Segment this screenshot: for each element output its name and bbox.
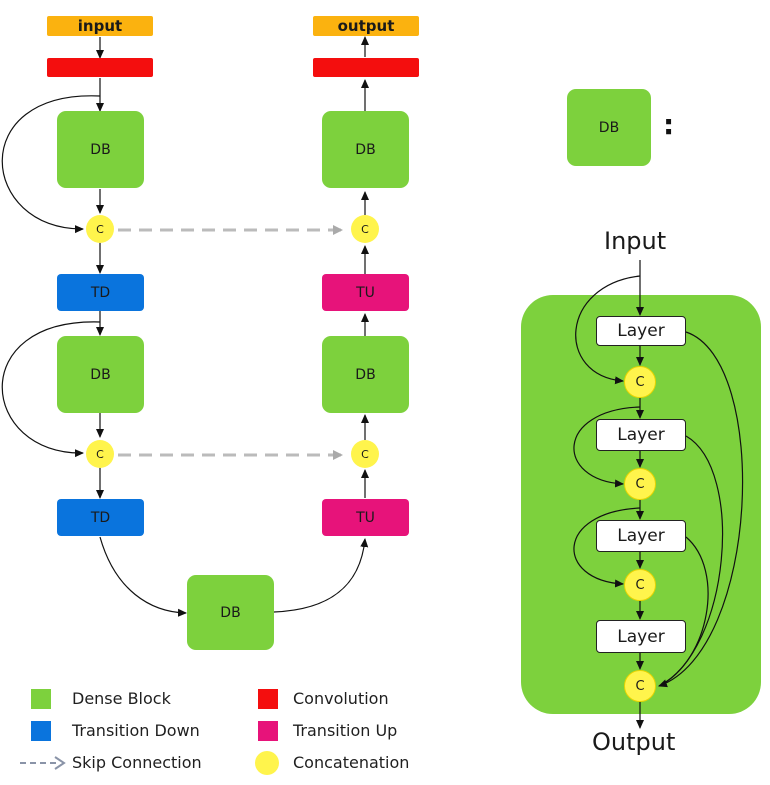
concat-down-1: C bbox=[86, 215, 114, 243]
arrow-bottleneck-to-tu2 bbox=[273, 538, 369, 613]
legend-concatenation: Concatenation bbox=[293, 753, 410, 772]
dense-block-up-1: DB bbox=[322, 336, 409, 413]
dense-block-down-2: DB bbox=[57, 336, 144, 413]
arrow-bypass-2 bbox=[1, 321, 101, 458]
legend-transition-down-swatch bbox=[31, 721, 51, 741]
transition-up-2: TU bbox=[322, 499, 409, 536]
dense-block-bottleneck: DB bbox=[187, 575, 274, 650]
transition-up-1: TU bbox=[322, 274, 409, 311]
detail-loop-3 bbox=[573, 507, 641, 588]
legend-transition-up: Transition Up bbox=[293, 721, 398, 740]
detail-concat-1: C bbox=[624, 366, 656, 398]
key-colon: : bbox=[663, 108, 675, 141]
dense-block-key: DB bbox=[567, 89, 651, 166]
transition-down-1: TD bbox=[57, 274, 144, 311]
legend-dense-block: Dense Block bbox=[72, 689, 171, 708]
arrow-bypass-1 bbox=[1, 95, 101, 234]
transition-down-2: TD bbox=[57, 499, 144, 536]
detail-loop-1 bbox=[575, 275, 641, 385]
legend-transition-down: Transition Down bbox=[72, 721, 200, 740]
detail-arc-3 bbox=[658, 536, 709, 687]
arrow-td2-to-bottleneck bbox=[99, 536, 187, 617]
legend-skip-connection: Skip Connection bbox=[72, 753, 202, 772]
input-box: input bbox=[47, 16, 153, 36]
detail-output-label: Output bbox=[592, 728, 676, 756]
detail-input-label: Input bbox=[604, 227, 667, 255]
legend-concatenation-swatch bbox=[255, 751, 279, 775]
detail-concat-3: C bbox=[624, 569, 656, 601]
legend-dense-block-swatch bbox=[31, 689, 51, 709]
convolution-box-in bbox=[47, 58, 153, 77]
legend-transition-up-swatch bbox=[258, 721, 278, 741]
detail-layer-2: Layer bbox=[596, 419, 686, 451]
legend-skip-arrowhead bbox=[54, 756, 66, 770]
legend-convolution: Convolution bbox=[293, 689, 389, 708]
detail-layer-3: Layer bbox=[596, 520, 686, 552]
concat-up-2: C bbox=[351, 215, 379, 243]
concat-down-2: C bbox=[86, 440, 114, 468]
detail-layer-1: Layer bbox=[596, 316, 686, 346]
convolution-box-out bbox=[313, 58, 419, 77]
output-box: output bbox=[313, 16, 419, 36]
detail-layer-4: Layer bbox=[596, 620, 686, 653]
dense-block-up-2: DB bbox=[322, 111, 409, 188]
detail-concat-2: C bbox=[624, 468, 656, 500]
legend-convolution-swatch bbox=[258, 689, 278, 709]
detail-concat-4: C bbox=[624, 670, 656, 702]
concat-up-1: C bbox=[351, 440, 379, 468]
detail-arc-1 bbox=[658, 331, 744, 688]
detail-loop-2 bbox=[573, 406, 641, 488]
dense-block-down-1: DB bbox=[57, 111, 144, 188]
